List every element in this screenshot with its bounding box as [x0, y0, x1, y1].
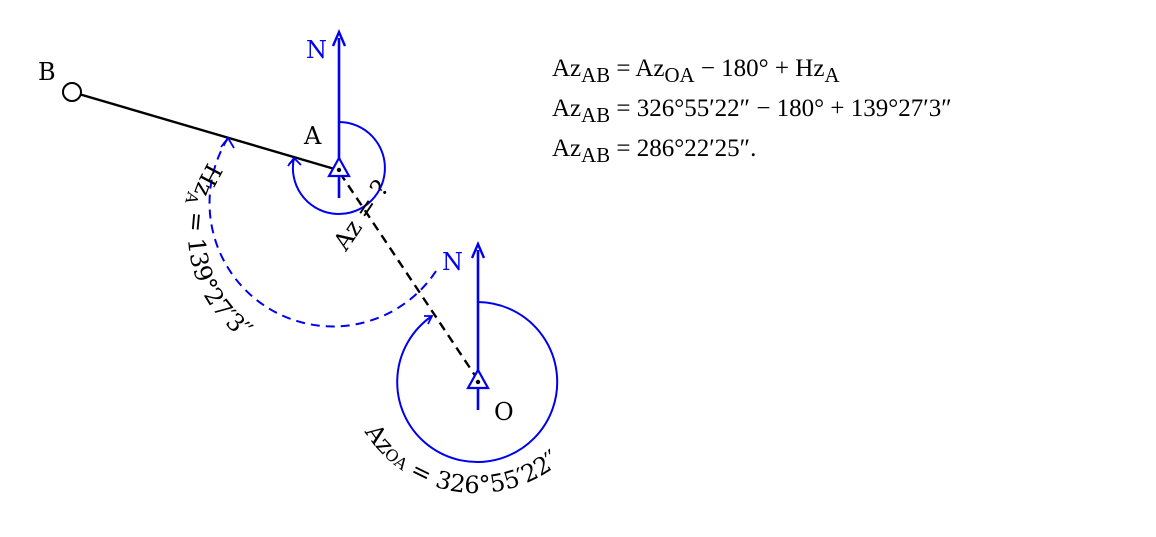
eq1-equals: = [616, 55, 636, 82]
eq3-lhs: Az [552, 135, 582, 162]
eq1-lhs-sub: AB [581, 63, 611, 87]
eq2-equals: = [616, 95, 637, 122]
equation-line-2: AzAB = 326°55′22″ − 180° + 139°27′3″ [552, 92, 952, 132]
eq2-lhs: Az [552, 95, 582, 122]
label-az-unknown: Az = ? [327, 175, 395, 256]
eq3-rhs: 286°22′25″. [636, 135, 757, 162]
line-o-a-dashed [337, 169, 479, 381]
eq2-rhs: 326°55′22″ − 180° + 139°27′3″ [636, 95, 952, 122]
azimuth-arc-o-arrow-icon [424, 315, 434, 325]
eq3-equals: = [616, 135, 637, 162]
label-north-a: N [306, 36, 327, 64]
north-arrow-a-arrow-up-icon [331, 28, 347, 47]
label-point-o: O [494, 398, 514, 426]
line-b-a [71, 90, 339, 172]
label-hz-a: HzA = 139°27′3′′ [181, 159, 257, 345]
hz-arc-arrow-icon [220, 136, 235, 149]
station-o-center-dot [475, 379, 481, 385]
eq1-rhs-sub: OA [664, 63, 695, 87]
eq3-lhs-sub: AB [581, 143, 611, 167]
station-a-center-dot [336, 167, 342, 173]
azimuth-arc-o [396, 301, 559, 463]
label-point-b: B [38, 58, 56, 86]
north-arrow-o-arrow-up-icon [470, 240, 486, 259]
label-az-oa: AzOA = 326°55′22′′ [359, 418, 565, 499]
azimuth-arc-a [291, 121, 386, 215]
station-a-triangle-station-icon [327, 155, 351, 178]
point-b-open-circle-point-icon [62, 82, 82, 102]
eq1-rest-sub: A [824, 63, 840, 87]
eq2-lhs-sub: AB [581, 103, 611, 127]
azimuth-arc-a-arrow-icon [287, 156, 302, 167]
equation-block: AzAB = AzOA − 180° + HzA AzAB = 326°55′2… [552, 52, 952, 172]
eq1-lhs: Az [552, 55, 582, 82]
equation-line-1: AzAB = AzOA − 180° + HzA [552, 52, 952, 92]
eq1-rhs: Az [635, 55, 665, 82]
station-o-triangle-station-icon [466, 367, 490, 390]
label-point-a: A [303, 122, 322, 150]
equation-line-3: AzAB = 286°22′25″. [552, 132, 952, 172]
label-north-o: N [442, 248, 463, 276]
eq1-rest: − 180° + Hz [694, 55, 825, 82]
